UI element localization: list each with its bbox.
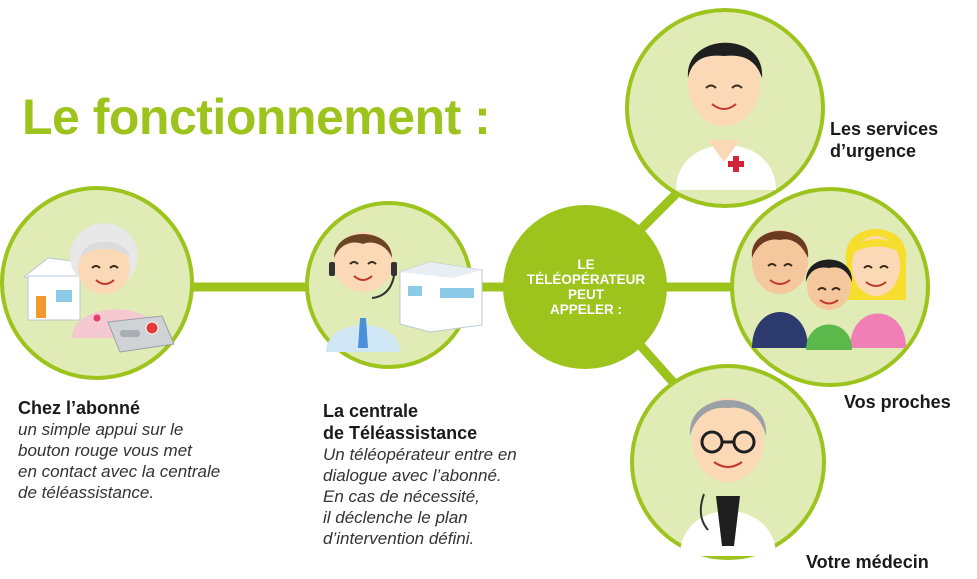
abonne-line: en contact avec la centrale [18, 462, 221, 481]
proches-label: Vos proches [844, 392, 951, 412]
centrale-illustration [305, 201, 483, 369]
urgence-illustration [625, 8, 825, 208]
centrale-line: il déclenche le plan [323, 508, 468, 527]
centrale-title: de Téléassistance [323, 423, 478, 443]
centrale-title: La centrale [323, 401, 419, 421]
page-title: Le fonctionnement : [22, 89, 491, 145]
centrale-caption: La centrale de Téléassistance Un téléopé… [323, 400, 573, 549]
hub-circle [503, 205, 667, 369]
abonne-illustration [0, 186, 194, 380]
hub-line: TÉLÉOPÉRATEUR [526, 272, 646, 287]
mother-icon [850, 313, 906, 348]
house-icon [22, 257, 81, 321]
urgence-line: Les services [830, 119, 939, 139]
building-icon [399, 261, 483, 333]
proches-illustration [730, 187, 930, 387]
child-icon [806, 324, 852, 350]
centrale-line: dialogue avec l’abonné. [323, 466, 502, 485]
abonne-line: un simple appui sur le [18, 420, 184, 439]
abonne-line: de téléassistance. [18, 483, 155, 502]
hub-line: LE [577, 257, 595, 272]
medecin-illustration [630, 364, 826, 560]
hub-line: APPELER : [549, 302, 622, 317]
centrale-line: d’intervention défini. [323, 529, 475, 548]
hub-line: PEUT [567, 287, 604, 302]
abonne-line: bouton rouge vous met [18, 441, 192, 460]
alarm-device-icon [107, 315, 175, 353]
operator-icon [326, 232, 400, 352]
urgence-line: d’urgence [830, 141, 917, 161]
medecin-label: Votre médecin [806, 552, 929, 572]
father-icon [752, 312, 808, 348]
abonne-title: Chez l’abonné [18, 398, 141, 418]
centrale-line: En cas de nécessité, [323, 487, 480, 506]
abonne-caption: Chez l’abonné un simple appui sur le bou… [18, 397, 278, 503]
urgence-label: Les services d’urgence [830, 118, 970, 162]
hub-label: LE TÉLÉOPÉRATEUR PEUT APPELER : [505, 257, 667, 317]
centrale-line: Un téléopérateur entre en [323, 445, 517, 464]
